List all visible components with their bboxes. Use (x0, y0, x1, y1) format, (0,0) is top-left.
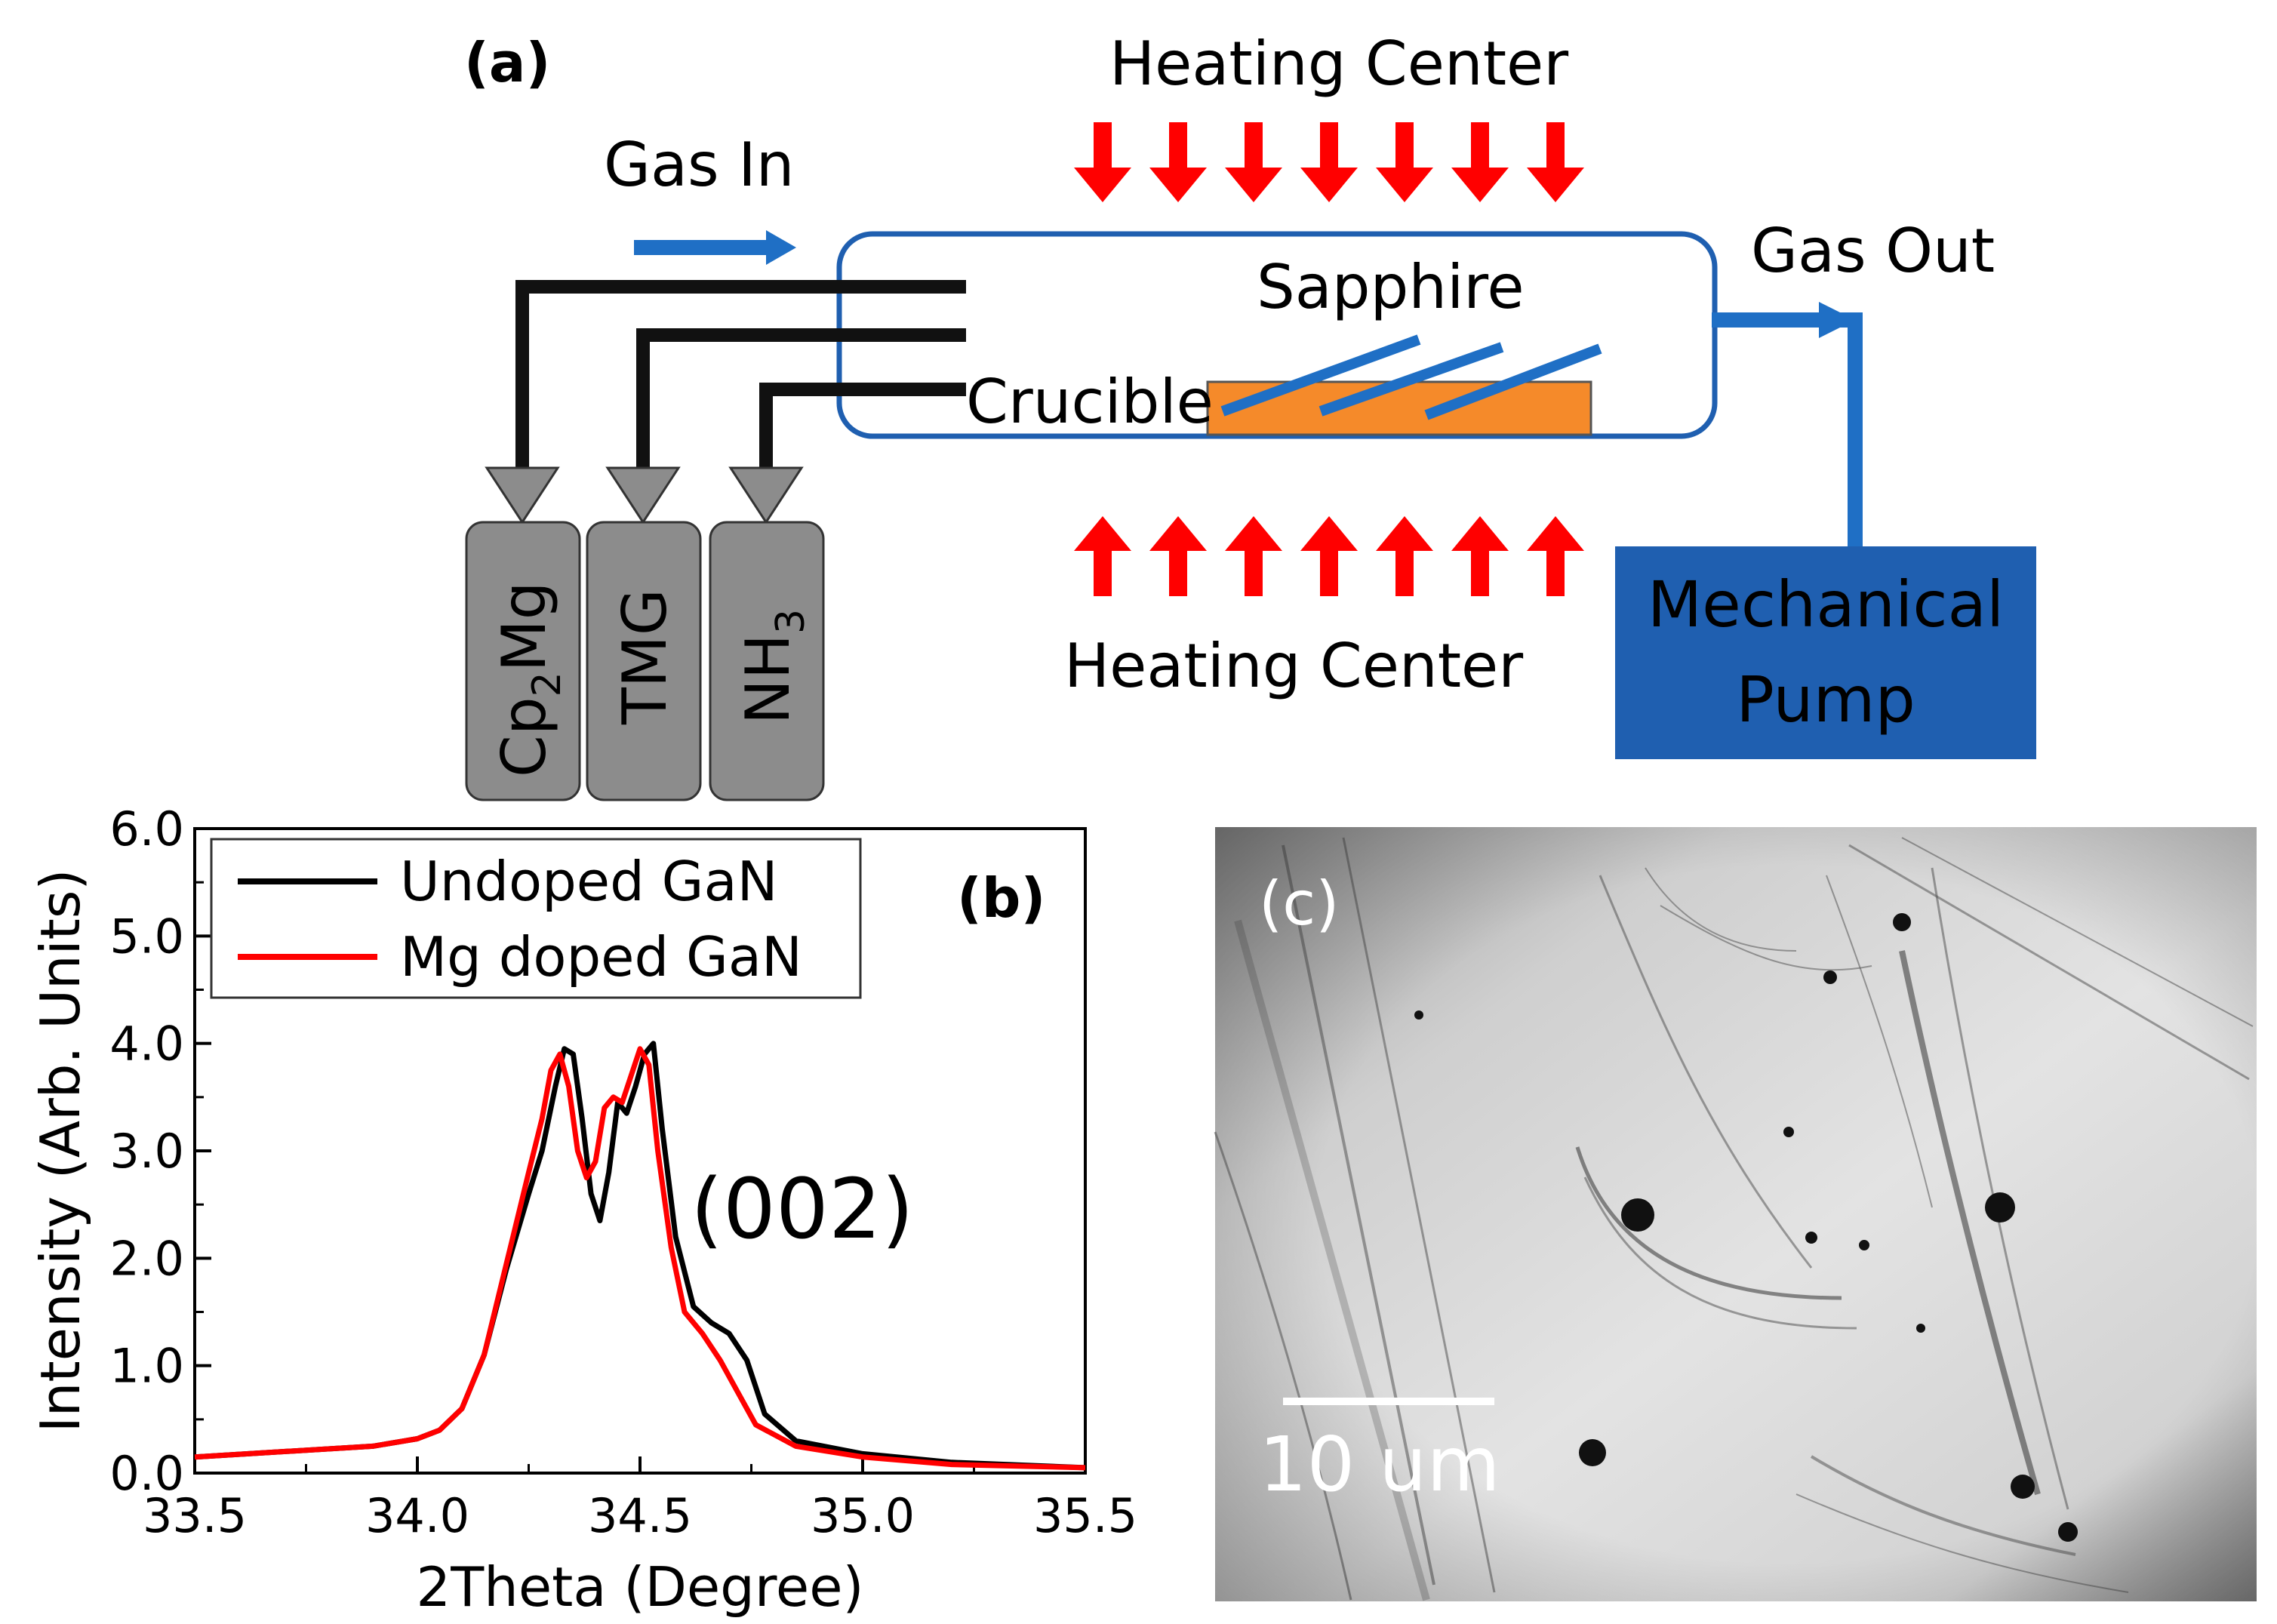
scale-bar (1283, 1398, 1494, 1405)
pipe-cp2mg (515, 280, 966, 468)
heating-arrows-top (1074, 122, 1584, 202)
y-tick-label: 6.0 (109, 801, 184, 857)
series-line-mg-doped (194, 1046, 1086, 1471)
gas-out-label: Gas Out (1751, 216, 1995, 286)
heat-arrow-up-icon (1376, 516, 1433, 596)
heat-arrow-down-icon (1451, 122, 1509, 202)
panel-b-label: (b) (957, 866, 1045, 930)
sapphire-label: Sapphire (1257, 252, 1525, 322)
x-tick-label: 34.0 (365, 1488, 469, 1543)
cylinder-nh3-label: NH3 (733, 609, 814, 724)
y-tick-label: 2.0 (109, 1231, 184, 1286)
heat-arrow-down-icon (1074, 122, 1131, 202)
heat-arrow-down-icon (1527, 122, 1584, 202)
valve-triangle-icon (605, 466, 681, 524)
x-tick-label: 35.5 (1033, 1488, 1137, 1543)
heat-arrow-up-icon (1300, 516, 1358, 596)
valve-triangle-icon (485, 466, 560, 524)
panel-b: 33.5 34.0 34.5 35.0 35.5 0.0 1.0 2.0 3.0 4.0 5.0 6.… (29, 801, 1137, 1619)
heating-center-top-label: Heating Center (1109, 29, 1568, 99)
panel-c-label: (c) (1259, 869, 1339, 939)
heat-arrow-up-icon (1074, 516, 1131, 596)
sapphire-wafers (1220, 334, 1602, 420)
series-lines (194, 1041, 1086, 1471)
pump-label-line1: Mechanical (1648, 567, 2005, 641)
legend-label-mg-doped: Mg doped GaN (400, 925, 802, 989)
sapphire-wafer (1424, 343, 1602, 420)
legend-box (210, 838, 862, 999)
gas-in-arrow-icon (634, 230, 796, 265)
pipe-nh3 (759, 383, 966, 468)
heat-arrow-up-icon (1527, 516, 1584, 596)
cylinder-cp2mg-label: Cp2Mg (489, 581, 570, 777)
y-tick-label: 1.0 (109, 1339, 184, 1394)
y-tick-label: 4.0 (109, 1017, 184, 1072)
scale-bar-label: 10 um (1259, 1420, 1500, 1509)
cylinder-tmg-label: TMG (610, 589, 680, 725)
gas-out-arrow-icon (1819, 302, 1855, 338)
heat-arrow-down-icon (1376, 122, 1433, 202)
y-axis-label: Intensity (Arb. Units) (29, 869, 92, 1433)
legend-label-undoped: Undoped GaN (400, 850, 777, 913)
valve-triangle-icon (728, 466, 804, 524)
crucible-label: Crucible (966, 367, 1214, 437)
heat-arrow-down-icon (1225, 122, 1282, 202)
panel-a: (a) Heating Center Gas In Sapphire (464, 29, 2036, 801)
gas-cylinders: Cp2Mg TMG NH3 (465, 466, 825, 801)
mechanical-pump (1615, 546, 2036, 759)
micrograph-vignette (1215, 827, 2257, 1601)
pipe-tmg (636, 328, 966, 468)
x-tick-label: 35.0 (811, 1488, 915, 1543)
crucible (1206, 380, 1592, 436)
peak-label: (002) (691, 1161, 914, 1257)
series-line-undoped (194, 1041, 1086, 1471)
x-tick-label: 33.5 (143, 1488, 247, 1543)
x-axis-label: 2Theta (Degree) (416, 1555, 863, 1619)
panel-c: (c) 10 um (1214, 827, 2257, 1601)
gas-in-label: Gas In (604, 130, 794, 200)
heating-arrows-bottom (1074, 516, 1584, 596)
x-tick-label: 34.5 (588, 1488, 692, 1543)
heating-center-bottom-label: Heating Center (1064, 631, 1523, 701)
sapphire-wafer (1220, 334, 1421, 417)
heat-arrow-down-icon (1300, 122, 1358, 202)
heat-arrow-up-icon (1149, 516, 1207, 596)
cylinder-tmg: TMG (586, 466, 702, 801)
y-tick-label: 0.0 (109, 1446, 184, 1501)
axis-ticks: 33.5 34.0 34.5 35.0 35.5 0.0 1.0 2.0 3.0 4.0 5.0 6.… (109, 801, 1137, 1543)
y-tick-label: 3.0 (109, 1124, 184, 1179)
cylinder-nh3: NH3 (709, 466, 825, 801)
heat-arrow-down-icon (1149, 122, 1207, 202)
heat-arrow-up-icon (1451, 516, 1509, 596)
heat-arrow-up-icon (1225, 516, 1282, 596)
cylinder-cp2mg: Cp2Mg (465, 466, 581, 801)
y-tick-label: 5.0 (109, 909, 184, 964)
legend: Undoped GaN Mg doped GaN (210, 838, 862, 999)
pump-label-line2: Pump (1736, 663, 1915, 737)
sapphire-wafer (1319, 342, 1504, 417)
gas-pipes (515, 280, 966, 468)
gas-out-line (1712, 302, 1863, 554)
panel-a-label: (a) (464, 31, 550, 94)
